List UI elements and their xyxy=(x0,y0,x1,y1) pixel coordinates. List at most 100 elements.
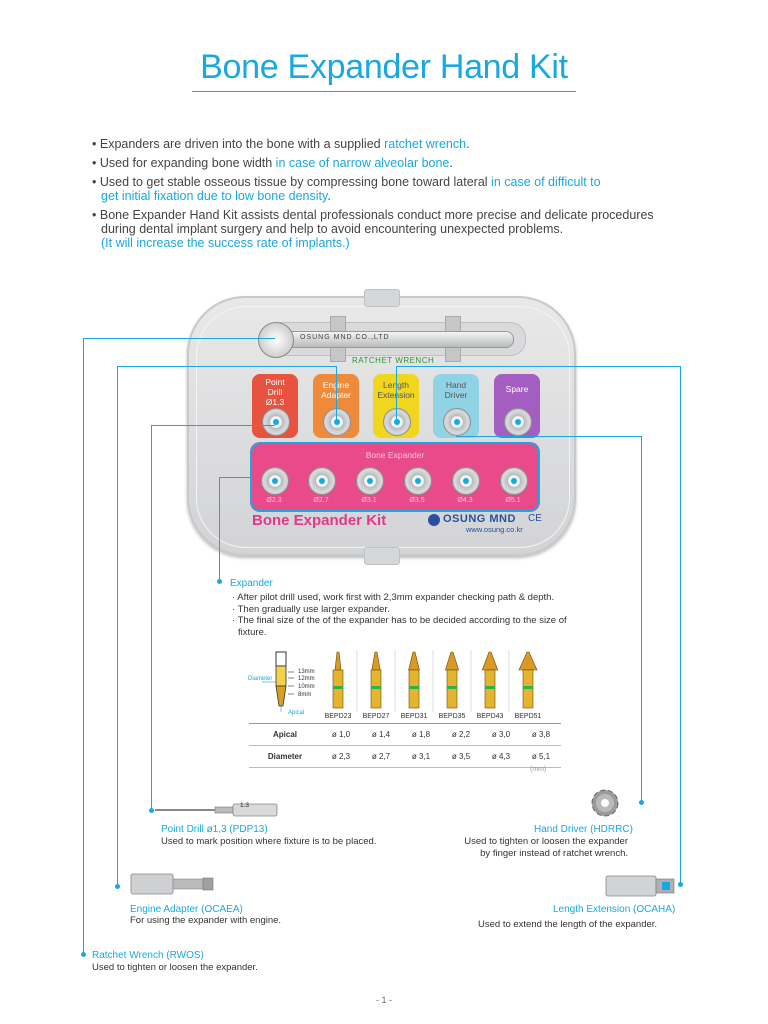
length-extension-heading: Length Extension (OCAHA) xyxy=(553,904,676,915)
ratchet-wrench-description: Used to tighten or loosen the expander. xyxy=(92,962,258,973)
drill-band xyxy=(523,686,533,689)
expander-description: · After pilot drill used, work first wit… xyxy=(232,592,567,638)
connector-ratchet xyxy=(83,338,84,954)
expander-drills-illustration xyxy=(332,650,538,712)
title-underline xyxy=(192,91,576,92)
expander-hole xyxy=(404,467,432,495)
ratchet-wrench-label: RATCHET WRENCH xyxy=(352,356,435,365)
drill-tip xyxy=(371,651,381,671)
expander-size-label: Ø3.1 xyxy=(361,497,377,504)
connector-dot xyxy=(639,800,644,805)
point-drill-heading: Point Drill ø1,3 (PDP13) xyxy=(161,824,268,835)
connector-point-drill xyxy=(151,425,152,810)
connector-dot xyxy=(678,882,683,887)
expander-heading: Expander xyxy=(230,578,273,589)
diagram-13mm: 13mm xyxy=(298,669,315,675)
expander-size-label: Ø2.7 xyxy=(313,497,329,504)
drill-tip xyxy=(334,651,342,671)
connector-engine xyxy=(117,366,336,367)
case-latch xyxy=(364,289,400,307)
engine-adapter-image xyxy=(130,873,214,895)
drill-band xyxy=(333,686,343,689)
product-code: BEPD31 xyxy=(400,713,428,720)
connector-length-extension xyxy=(396,366,680,367)
bone-expander-panel xyxy=(250,442,540,512)
connector-ratchet xyxy=(83,338,275,339)
expander-hole xyxy=(261,467,289,495)
drill-band xyxy=(371,686,381,689)
table-row: Apical ø 1,0 ø 1,4 ø 1,8 ø 2,2 ø 3,0 ø 3… xyxy=(249,723,561,746)
brand-logo-icon xyxy=(428,514,440,526)
bullet-4: • Bone Expander Hand Kit assists dental … xyxy=(92,208,654,250)
expander-hole xyxy=(452,467,480,495)
connector-length-extension xyxy=(680,366,681,884)
point-drill-tag: 1.3 xyxy=(240,802,250,809)
product-code: BEPD23 xyxy=(324,713,352,720)
connector-expander xyxy=(219,477,250,478)
point-drill-image xyxy=(155,803,278,817)
hand-driver-heading: Hand Driver (HDRRC) xyxy=(534,824,633,835)
diagram-apical-label: Apical xyxy=(288,710,305,716)
expander-hole xyxy=(308,467,336,495)
connector-dot xyxy=(81,952,86,957)
connector-engine xyxy=(117,366,118,886)
connector-point-drill xyxy=(151,425,275,426)
drill-band xyxy=(447,686,457,689)
table-row: Diameter ø 2,3 ø 2,7 ø 3,1 ø 3,5 ø 4,3 ø… xyxy=(249,745,561,768)
engine-adapter-description: For using the expander with engine. xyxy=(130,915,282,926)
spec-table: Apical ø 1,0 ø 1,4 ø 1,8 ø 2,2 ø 3,0 ø 3… xyxy=(249,723,561,768)
drill-tip xyxy=(444,651,460,671)
length-extension-description: Used to extend the length of the expande… xyxy=(478,919,658,930)
intro-bullets: • Expanders are driven into the bone wit… xyxy=(92,137,712,255)
page-title: Bone Expander Hand Kit xyxy=(200,48,568,86)
connector-hand-driver xyxy=(641,436,642,802)
drill-tip xyxy=(481,651,499,671)
bullet-2: • Used for expanding bone width in case … xyxy=(92,156,453,170)
case-latch xyxy=(364,547,400,565)
expander-size-label: Ø3.5 xyxy=(409,497,425,504)
drill-tip xyxy=(408,651,420,671)
bone-expander-label: Bone Expander xyxy=(365,450,425,460)
product-code: BEPD27 xyxy=(362,713,390,720)
connector-length-extension xyxy=(396,366,397,421)
kit-name: Bone Expander Kit xyxy=(252,512,387,529)
diagram-diameter-label: Diameter xyxy=(248,676,273,682)
engine-adapter-heading: Engine Adapter (OCAEA) xyxy=(130,904,243,915)
expander-dimension-diagram xyxy=(262,651,294,712)
tool-hole xyxy=(443,408,471,436)
expander-hole xyxy=(500,467,528,495)
ratchet-wrench-head xyxy=(258,322,294,358)
connector-expander xyxy=(219,477,220,581)
drill-band xyxy=(409,686,419,689)
expander-size-label: Ø5.1 xyxy=(505,497,521,504)
length-extension-image xyxy=(605,875,675,897)
connector-dot xyxy=(149,808,154,813)
expander-hole xyxy=(356,467,384,495)
connector-engine xyxy=(336,366,337,421)
product-code: BEPD43 xyxy=(476,713,504,720)
drill-band xyxy=(485,686,495,689)
ce-mark: CE xyxy=(528,513,542,524)
connector-dot xyxy=(115,884,120,889)
page-number: - 1 - xyxy=(375,995,392,1005)
tool-hole xyxy=(323,408,351,436)
ratchet-wrench-heading: Ratchet Wrench (RWOS) xyxy=(92,950,204,961)
wrench-engraving: OSUNG MND CO.,LTD xyxy=(300,334,390,341)
expander-size-label: Ø4.3 xyxy=(457,497,473,504)
product-code: BEPD35 xyxy=(438,713,466,720)
tool-hole xyxy=(504,408,532,436)
connector-dot xyxy=(217,579,222,584)
unit-label: (mm) xyxy=(530,766,547,773)
tool-hole xyxy=(383,408,411,436)
bullet-3: • Used to get stable osseous tissue by c… xyxy=(92,175,601,203)
diagram-8mm: 8mm xyxy=(298,692,312,698)
bullet-1: • Expanders are driven into the bone wit… xyxy=(92,137,470,151)
drill-tip xyxy=(518,651,538,671)
slot-label: Spare xyxy=(505,384,529,394)
point-drill-description: Used to mark position where fixture is t… xyxy=(161,836,377,847)
brand-name: OSUNG MND xyxy=(443,513,516,525)
connector-hand-driver xyxy=(456,436,641,437)
